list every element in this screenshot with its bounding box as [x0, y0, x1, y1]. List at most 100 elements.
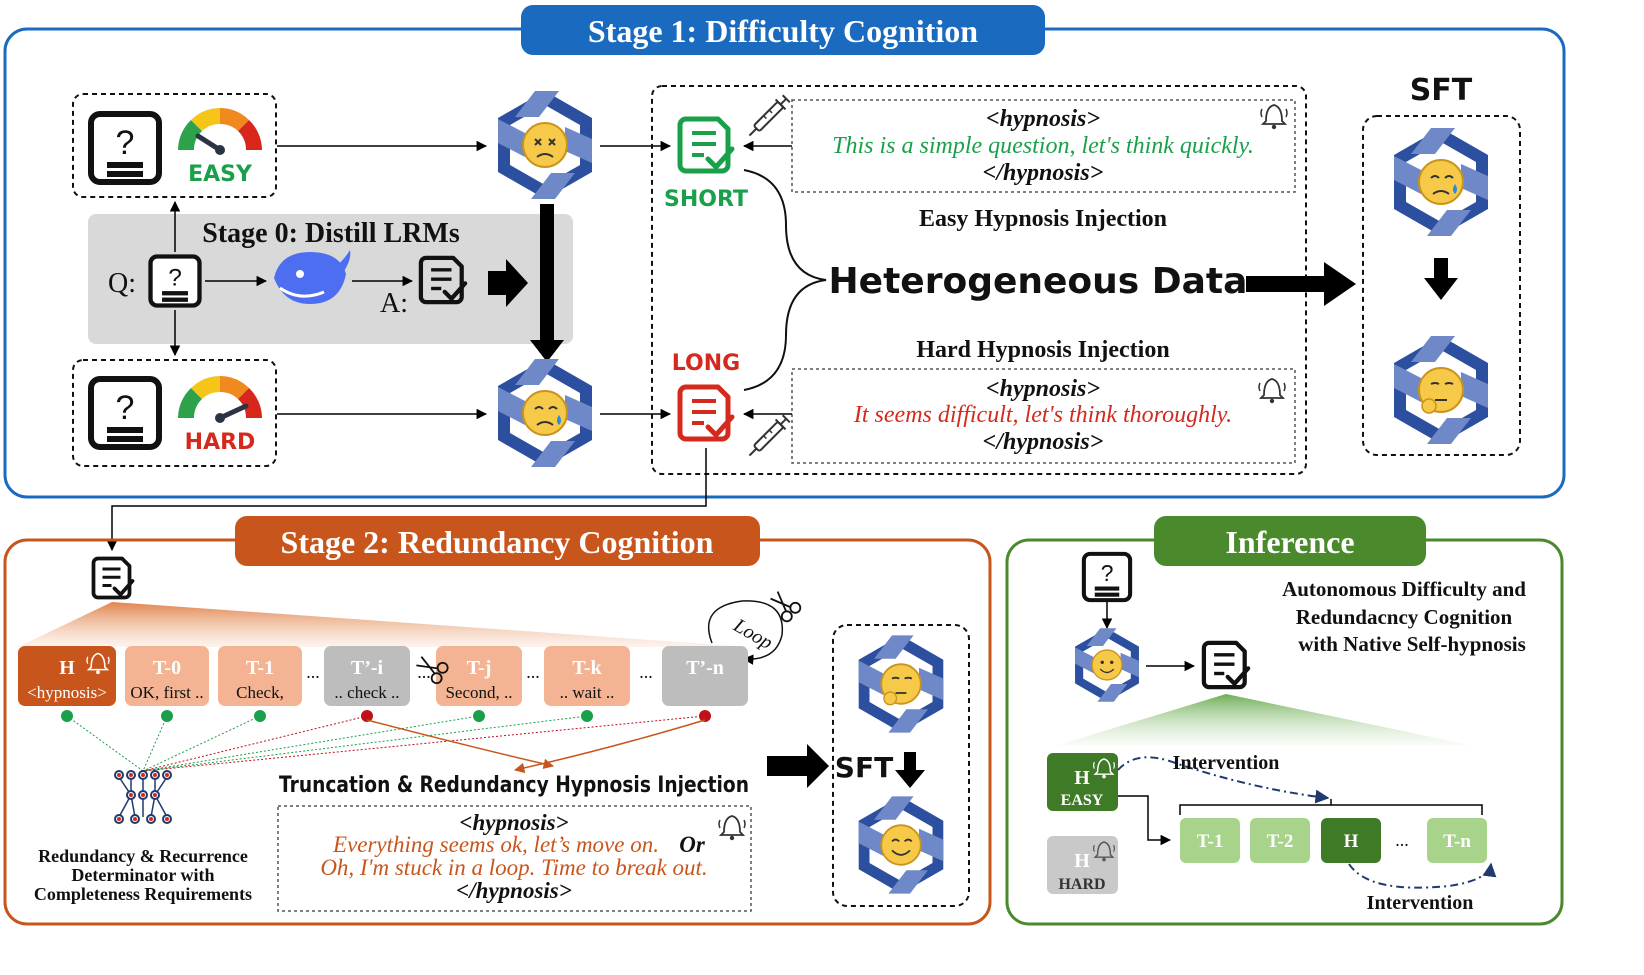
stage2-token-bottom: .. wait ..	[560, 683, 615, 702]
easy-injection-label: Easy Hypnosis Injection	[919, 206, 1167, 232]
easy-hyp-text: This is a simple question, let's think q…	[832, 133, 1254, 159]
llm-logo-icon	[1393, 127, 1489, 237]
intervention-top: Intervention	[1173, 752, 1280, 774]
stage2-link-line	[142, 715, 588, 772]
inference-ellipsis: ...	[1395, 830, 1409, 850]
merge-brace	[743, 169, 827, 391]
stage2-token-top: T-0	[153, 657, 181, 679]
stage2-hyp-line1: Everything seems ok, let’s move on.	[332, 832, 659, 857]
checklist-icon	[680, 387, 732, 439]
hard-question-box	[72, 359, 277, 467]
gauge-icon	[178, 108, 262, 155]
llm-logo-icon	[497, 358, 593, 468]
checklist-icon	[1204, 643, 1248, 687]
stage2-ellipsis: ...	[639, 662, 653, 682]
easy-hyp-close: </hypnosis>	[983, 160, 1104, 186]
question-box-icon	[1084, 554, 1130, 600]
hard-hyp-open: <hypnosis>	[986, 376, 1100, 402]
inference-token-label: T-1	[1197, 831, 1224, 852]
scissors-icon	[770, 591, 802, 623]
bell-icon	[718, 815, 746, 842]
stage2-token-bottom: <hypnosis>	[27, 683, 107, 702]
easy-label: EASY	[188, 162, 253, 187]
inference-hard-label: HARD	[1058, 876, 1105, 893]
sft-down-arrow	[1424, 258, 1458, 300]
stage2-token-top: T-1	[246, 657, 274, 679]
token-fan	[18, 602, 750, 647]
stage2-sft-down-arrow	[895, 752, 925, 788]
determinator-line-2: Determinator with	[71, 865, 214, 885]
hard-label: HARD	[185, 430, 256, 455]
stage2-token-top: H	[59, 657, 75, 679]
stage2-link-line	[142, 715, 480, 772]
stage2-ellipsis: ...	[526, 662, 540, 682]
intervention-bottom: Intervention	[1367, 892, 1474, 914]
whale-icon	[274, 250, 351, 304]
stage2-ellipsis: ...	[306, 662, 320, 682]
stage2-hyp-close: </hypnosis>	[456, 878, 572, 903]
stage2-link-line	[66, 715, 144, 772]
llm-logo-icon	[857, 795, 945, 895]
model-transfer-arrow	[540, 204, 554, 344]
stage2-hyp-open: <hypnosis>	[459, 810, 568, 835]
llm-logo-icon	[497, 90, 593, 200]
stage2-token-top: T’-i	[351, 657, 384, 679]
syringe-icon	[743, 412, 793, 462]
inference-desc-2: Redundacncy Cognition	[1296, 605, 1513, 629]
stage2-status-dot	[581, 710, 593, 722]
bell-icon	[1258, 378, 1286, 405]
stage2-token-bottom: Check,	[236, 683, 284, 702]
stage2-token	[544, 646, 630, 706]
stage2-status-dot	[61, 710, 73, 722]
inference-title-badge	[1154, 516, 1426, 566]
stage2-token	[218, 646, 302, 706]
bell-icon	[1260, 104, 1288, 131]
stage2-status-dot	[254, 710, 266, 722]
llm-logo-icon	[1393, 335, 1489, 445]
inference-easy-label: EASY	[1061, 792, 1104, 809]
inference-title: Inference	[1225, 524, 1354, 560]
gauge-icon	[178, 376, 262, 423]
inference-token-label: T-2	[1267, 831, 1294, 852]
stage2-token-top: T-j	[467, 657, 492, 679]
inference-token-label: T-n	[1443, 831, 1471, 852]
inference-hard-h: H	[1074, 850, 1090, 872]
syringe-icon	[743, 92, 793, 142]
heterogeneous-panel	[651, 85, 1307, 475]
truncation-label: Truncation & Redundancy Hypnosis Injecti…	[279, 773, 749, 798]
q-label: Q:	[108, 268, 136, 299]
scissors-icon	[416, 656, 449, 685]
inference-easy-h: H	[1074, 767, 1090, 789]
stage2-hyp-line2: Oh, I'm stuck in a loop. Time to break o…	[320, 855, 707, 880]
inference-token	[1180, 818, 1240, 863]
stage2-token-bottom: OK, first ..	[130, 683, 203, 702]
a-label: A:	[380, 288, 408, 319]
stage2-status-dot	[699, 710, 711, 722]
stage2-link-line	[142, 715, 261, 772]
determinator-line-1: Redundancy & Recurrence	[38, 846, 248, 866]
stage2-token-bottom: Second, ..	[445, 683, 512, 702]
hard-hyp-text: It seems difficult, let's think thorough…	[853, 402, 1232, 428]
inference-easy-token	[1047, 753, 1118, 811]
easy-hyp-open: <hypnosis>	[986, 106, 1100, 132]
to-sft-arrow	[1246, 262, 1356, 306]
hard-hyp-close: </hypnosis>	[983, 429, 1104, 455]
stage2-status-dot	[473, 710, 485, 722]
determinator-line-3: Completeness Requirements	[34, 884, 252, 904]
stage2-title-badge	[235, 516, 760, 566]
question-box-icon	[91, 379, 159, 447]
inference-hard-token	[1047, 836, 1118, 894]
inference-token	[1250, 818, 1310, 863]
checklist-icon	[91, 556, 135, 600]
short-label: SHORT	[664, 187, 748, 212]
stage2-title: Stage 2: Redundancy Cognition	[281, 524, 714, 560]
stage2-token-top: T-k	[572, 657, 602, 679]
llm-logo-icon	[857, 634, 945, 734]
easy-question-box	[72, 93, 277, 198]
stage2-sft-box	[832, 624, 970, 907]
inference-fan	[1058, 694, 1470, 745]
loop-arrow	[707, 600, 784, 665]
question-box-icon	[151, 257, 200, 306]
